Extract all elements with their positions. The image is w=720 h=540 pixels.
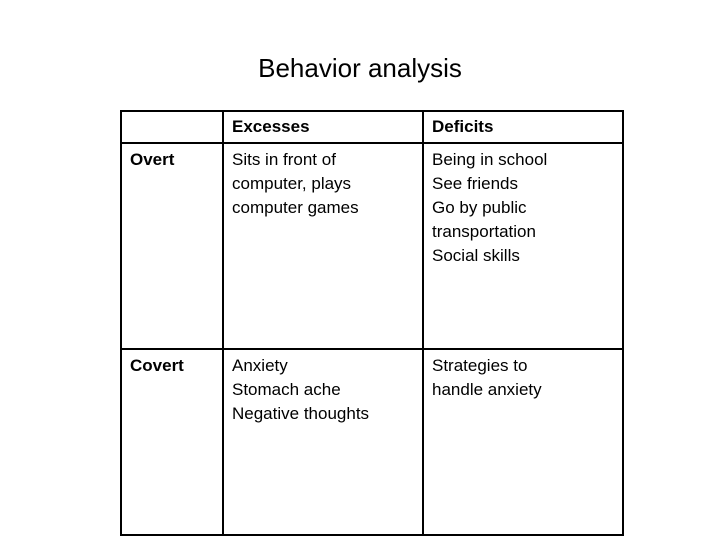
cell-text-line: Negative thoughts xyxy=(232,404,370,423)
cell-text-line: See friends xyxy=(432,174,518,193)
cell-text-line: Being in school xyxy=(432,150,548,169)
cell-text-line: transportation xyxy=(432,222,536,241)
cell-text-line: Social skills xyxy=(432,246,520,265)
cell-text-line: computer, plays xyxy=(232,174,352,193)
row-label-cell-overt: Overt xyxy=(120,142,224,350)
cell-text-line: computer games xyxy=(232,198,359,217)
row-label-cell-covert: Covert xyxy=(120,348,224,536)
row-label-overt: Overt xyxy=(130,150,175,169)
header-cell-excesses: Excesses xyxy=(222,110,424,144)
cell-text-line: Strategies to xyxy=(432,356,528,375)
cell-text-line: Sits in front of xyxy=(232,150,336,169)
table-header-row: Excesses Deficits xyxy=(120,110,624,144)
header-cell-corner xyxy=(120,110,224,144)
covert-deficits-lines: Strategies to handle anxiety xyxy=(432,354,622,402)
cell-text-line: Anxiety xyxy=(232,356,288,375)
cell-text-line: handle anxiety xyxy=(432,380,542,399)
cell-overt-excesses: Sits in front of computer, plays computer … xyxy=(222,142,424,350)
header-label-excesses: Excesses xyxy=(232,117,310,136)
cell-covert-deficits: Strategies to handle anxiety xyxy=(422,348,624,536)
row-label-covert: Covert xyxy=(130,356,184,375)
cell-text-line: Go by public xyxy=(432,198,527,217)
overt-excesses-lines: Sits in front of computer, plays computer … xyxy=(232,148,422,220)
behavior-analysis-table: Excesses Deficits Overt Sits in front of… xyxy=(120,110,624,536)
cell-text-line: Stomach ache xyxy=(232,380,341,399)
page-title: Behavior analysis xyxy=(258,53,462,83)
header-cell-deficits: Deficits xyxy=(422,110,624,144)
table-row: Overt Sits in front of computer, plays com… xyxy=(120,142,624,350)
header-label-deficits: Deficits xyxy=(432,117,494,136)
